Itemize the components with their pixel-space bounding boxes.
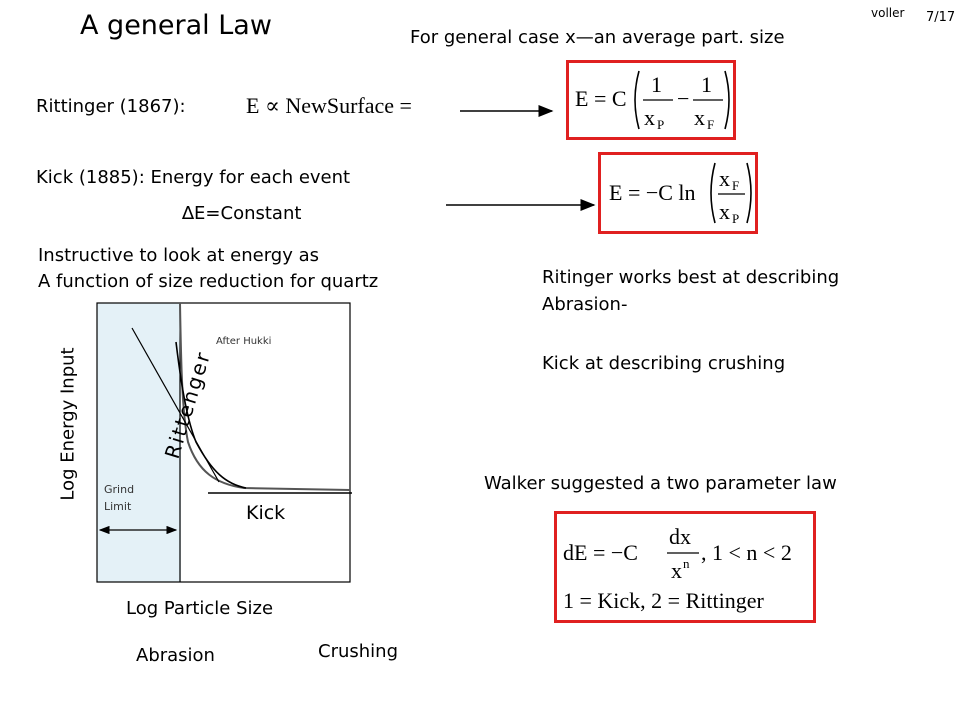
graph-frame bbox=[96, 302, 351, 583]
rittinger-den-2: x bbox=[694, 105, 705, 130]
note-line-1: Ritinger works best at describing bbox=[542, 267, 840, 288]
rittinger-minus: − bbox=[677, 86, 689, 111]
kick-lhs: E = −C ln bbox=[609, 180, 696, 205]
walker-formula: dE = −C dx x n , 1 < n < 2 1 = Kick, 2 =… bbox=[563, 524, 792, 613]
rittinger-den-1: x bbox=[644, 105, 655, 130]
instructive-line-1: Instructive to look at energy as bbox=[38, 245, 319, 266]
grind-label-line-2: Limit bbox=[104, 500, 132, 513]
energy-size-graph: After Hukki Rittenger Kick Grind Limit bbox=[96, 302, 352, 583]
rittinger-den-2-sub: F bbox=[707, 117, 714, 132]
kick-num: x bbox=[719, 166, 730, 191]
instructive-line-2: A function of size reduction for quartz bbox=[38, 271, 379, 292]
graph-x-axis-label: Log Particle Size bbox=[126, 598, 274, 619]
general-case-note: For general case x—an average part. size bbox=[410, 27, 785, 48]
note-line-3: Kick at describing crushing bbox=[542, 353, 786, 374]
slide-title: A general Law bbox=[80, 10, 272, 41]
rittinger-num-1: 1 bbox=[651, 72, 662, 97]
kick-num-sub: F bbox=[732, 178, 739, 193]
walker-num: dx bbox=[669, 524, 691, 549]
walker-condition: , 1 < n < 2 bbox=[701, 540, 792, 565]
walker-label: Walker suggested a two parameter law bbox=[484, 473, 837, 494]
kick-formula-box: E = −C ln x F x P bbox=[598, 152, 758, 234]
delta-e-constant: ∆E=Constant bbox=[182, 203, 302, 224]
walker-line-2: 1 = Kick, 2 = Rittinger bbox=[563, 588, 764, 613]
kick-den: x bbox=[719, 199, 730, 224]
walker-den: x bbox=[671, 558, 682, 583]
kick-label: Kick (1885): Energy for each event bbox=[36, 167, 351, 188]
grind-label-line-1: Grind bbox=[104, 483, 134, 496]
page-number: 7/17 bbox=[926, 10, 956, 25]
abrasion-label: Abrasion bbox=[136, 645, 215, 666]
rittinger-label: Rittinger (1867): bbox=[36, 96, 186, 117]
kick-formula: E = −C ln x F x P bbox=[609, 162, 752, 226]
rittinger-proportional-formula: E ∝ NewSurface = bbox=[246, 93, 412, 118]
walker-den-exp: n bbox=[683, 556, 690, 571]
rittinger-tangent-line bbox=[131, 327, 220, 483]
kick-graph-label: Kick bbox=[246, 502, 285, 524]
crushing-label: Crushing bbox=[318, 641, 398, 662]
walker-formula-box: dE = −C dx x n , 1 < n < 2 1 = Kick, 2 =… bbox=[554, 511, 816, 623]
rittinger-formula: E = C 1 x P − 1 x F bbox=[575, 70, 730, 132]
graph-y-axis-label: Log Energy Input bbox=[57, 347, 79, 501]
grind-limit-region bbox=[97, 303, 181, 582]
rittinger-num-2: 1 bbox=[701, 72, 712, 97]
rittinger-lhs: E = C bbox=[575, 86, 627, 111]
note-line-2: Abrasion- bbox=[542, 294, 628, 315]
rittinger-formula-box: E = C 1 x P − 1 x F bbox=[566, 60, 736, 140]
after-hukki-label: After Hukki bbox=[216, 336, 271, 347]
walker-lhs: dE = −C bbox=[563, 540, 638, 565]
author-name: voller bbox=[871, 6, 905, 20]
kick-den-sub: P bbox=[732, 211, 739, 226]
rittinger-den-1-sub: P bbox=[657, 117, 664, 132]
energy-curve-upper bbox=[179, 302, 351, 491]
